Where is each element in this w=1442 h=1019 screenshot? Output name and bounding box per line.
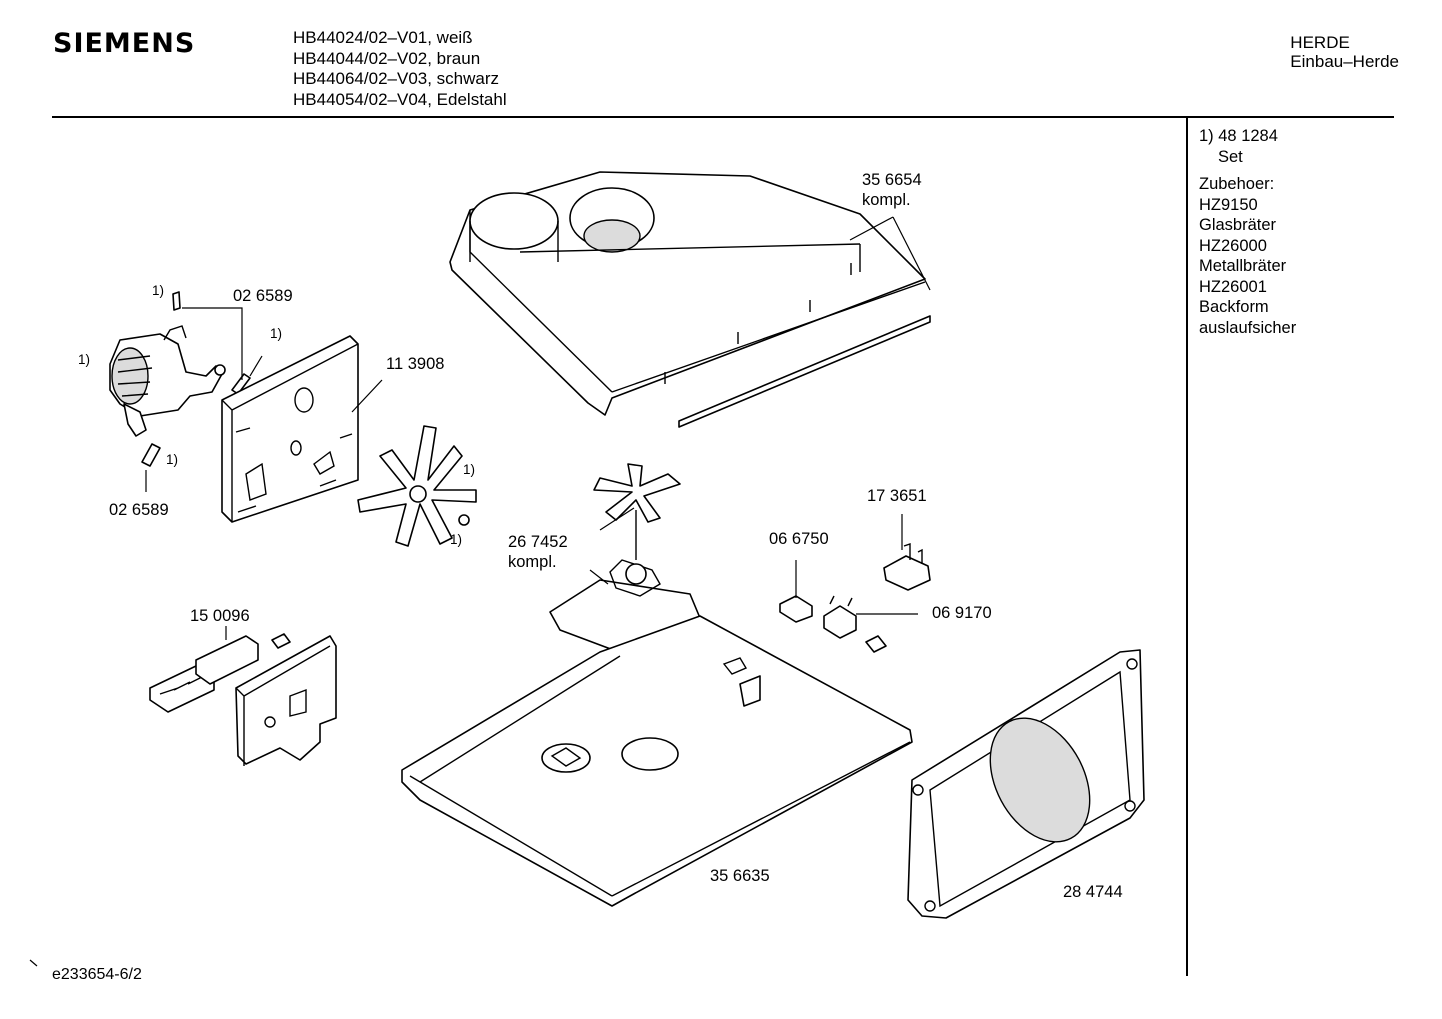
leader-026589-top: [182, 307, 243, 380]
temperature-limiter: [883, 543, 931, 591]
footnote-mark: 1): [152, 283, 165, 298]
model-line: HB44054/02–V04, Edelstahl: [293, 89, 507, 109]
label-026589-bottom: 02 6589: [109, 501, 169, 519]
label-356635: 35 6635: [710, 867, 770, 885]
fan-wheel: [357, 425, 477, 547]
leader-356654-a: [849, 216, 894, 241]
part-note: kompl.: [508, 553, 557, 571]
label-284744: 28 4744: [1063, 883, 1123, 901]
category-block: HERDE Einbau–Herde: [1290, 33, 1399, 71]
accessory-item: auslaufsicher: [1199, 318, 1297, 337]
set-note: 1) 48 1284: [1199, 127, 1278, 145]
cover-seal-strip: [678, 315, 931, 428]
convection-fan-blade: [593, 463, 681, 523]
model-line: HB44064/02–V03, schwarz: [293, 69, 500, 88]
label-113908: 11 3908: [386, 355, 445, 373]
brand-logo: SIEMENS: [53, 28, 196, 59]
rear-cover-284744: [907, 649, 1145, 919]
set-label: Set: [1218, 147, 1243, 166]
footnote-mark: 1): [78, 352, 91, 367]
label-150096: 15 0096: [190, 607, 250, 625]
accessory-item: HZ9150: [1199, 195, 1258, 214]
part-number: 26 7452: [508, 533, 568, 551]
control-bracket: [235, 635, 337, 766]
fan-motor: [109, 325, 226, 437]
model-line: HB44044/02–V02, braun: [293, 48, 481, 68]
control-switch-150096: [149, 633, 291, 713]
label-026589-top: 02 6589: [233, 287, 293, 305]
back-panel-113908: [221, 335, 359, 523]
accessory-item: Backform: [1199, 298, 1269, 316]
footnote-mark: 1): [270, 326, 283, 341]
leader-267452-a: [599, 507, 635, 531]
leader-113908: [351, 379, 383, 413]
label-267452: 26 7452 kompl.: [508, 532, 568, 572]
label-069170: 06 9170: [932, 604, 992, 622]
model-list: HB44024/02–V01, weiß HB44044/02–V02, bra…: [293, 28, 507, 110]
sidebar-divider: [1186, 118, 1188, 976]
leader-356654-b: [892, 216, 931, 291]
sidebar-notes: 1) 48 1284 Set Zubehoer: HZ9150 Glasbrät…: [1199, 126, 1296, 338]
part-note: kompl.: [862, 191, 911, 209]
category-subtitle: Einbau–Herde: [1290, 52, 1399, 71]
label-066750: 06 6750: [769, 530, 829, 548]
cover-part-356654: [449, 171, 926, 416]
accessory-item: Metallbräter: [1199, 257, 1287, 275]
leader-267452-b: [589, 569, 609, 585]
motor-clip-bottom: [141, 443, 161, 467]
accessories-title: Zubehoer:: [1199, 175, 1275, 193]
model-line: HB44024/02–V01, weiß: [293, 28, 473, 47]
footnote-mark: 1): [463, 462, 476, 477]
thermostat-069170: [823, 595, 887, 653]
corner-tick: [29, 959, 38, 967]
accessory-item: HZ26000: [1199, 236, 1267, 255]
motor-clip-top: [172, 291, 181, 311]
footnote-mark: 1): [166, 452, 179, 467]
label-173651: 17 3651: [867, 487, 927, 505]
drawing-id: e233654-6/2: [52, 966, 142, 983]
footnote-mark: 1): [450, 532, 463, 547]
switch-066750: [779, 595, 813, 623]
leader-clip-right: [249, 355, 263, 377]
header-divider: [52, 116, 1394, 118]
category-title: HERDE: [1290, 33, 1350, 52]
part-number: 35 6654: [862, 171, 922, 189]
fan-nut: [458, 514, 470, 526]
floor-plate-356635: [401, 615, 913, 907]
accessory-item: Glasbräter: [1199, 216, 1277, 234]
label-356654: 35 6654 kompl.: [862, 170, 922, 210]
accessory-item: HZ26001: [1199, 277, 1267, 296]
